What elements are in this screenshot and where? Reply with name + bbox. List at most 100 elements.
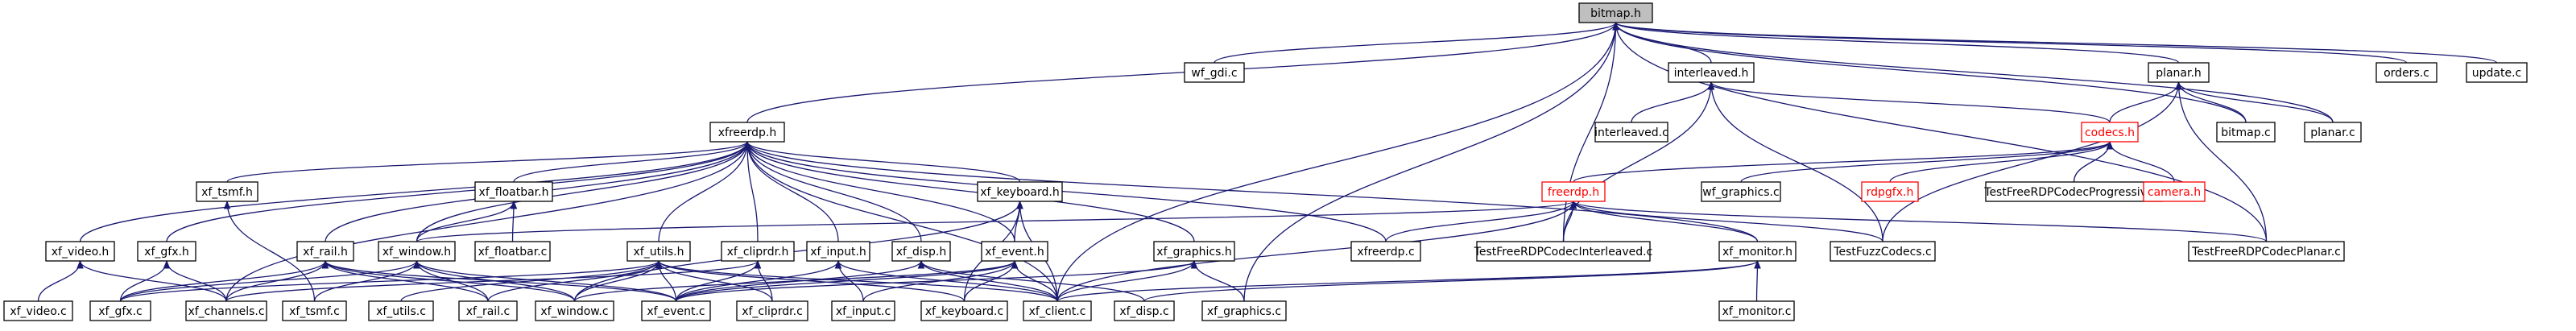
node-box xyxy=(2216,122,2276,143)
edge-xf_graphics_c-to-bitmap_h xyxy=(1243,21,1619,302)
node-xf_window_c[interactable]: xf_window.c xyxy=(535,300,614,321)
edge-xf_client_c-to-xf_event_h xyxy=(1011,259,1058,302)
edge-xf_gfx_h-to-xfreerdp_h xyxy=(166,140,751,242)
node-box xyxy=(1153,241,1235,262)
node-xf_floatbar_c[interactable]: xf_floatbar.c xyxy=(474,241,551,262)
node-box xyxy=(891,241,951,262)
node-xf_gfx_h[interactable]: xf_gfx.h xyxy=(137,241,196,262)
node-xf_video_h[interactable]: xf_video.h xyxy=(45,241,115,262)
edge-xf_floatbar_c-to-xf_floatbar_h xyxy=(510,200,518,242)
node-xfreerdp_h[interactable]: xfreerdp.h xyxy=(709,122,785,143)
node-label: TestFreeRDPCodecPlanar.c xyxy=(2191,246,2341,259)
node-tfr_interleaved_c[interactable]: TestFreeRDPCodecInterleaved.c xyxy=(1474,241,1653,262)
node-box xyxy=(1023,300,1092,321)
node-xf_disp_c[interactable]: xf_disp.c xyxy=(1114,300,1175,321)
node-label: xf_rail.c xyxy=(466,305,510,318)
node-xf_gfx_c[interactable]: xf_gfx.c xyxy=(89,300,151,321)
node-wf_gdi_c[interactable]: wf_gdi.c xyxy=(1184,62,1245,83)
node-xf_cliprdr_c[interactable]: xf_cliprdr.c xyxy=(736,300,808,321)
node-box xyxy=(1184,62,1245,83)
edge-xf_window_c-to-xf_event_h xyxy=(573,259,1018,302)
node-label: xf_disp.h xyxy=(896,246,947,259)
node-xf_input_h[interactable]: xf_input.h xyxy=(806,241,870,262)
node-label: xf_floatbar.h xyxy=(479,186,549,199)
node-xf_graphics_h[interactable]: xf_graphics.h xyxy=(1153,241,1235,262)
node-rdpgfx_h[interactable]: rdpgfx.h xyxy=(1861,181,1919,202)
edge-bitmap_c-to-planar_h xyxy=(2175,81,2247,123)
node-freerdp_h[interactable]: freerdp.h xyxy=(1541,181,1606,202)
edge-xf_channels_c-to-xf_cliprdr_h xyxy=(225,259,761,302)
node-tfr_planar_c[interactable]: TestFreeRDPCodecPlanar.c xyxy=(2188,241,2345,262)
node-box xyxy=(981,241,1048,262)
node-box xyxy=(626,241,691,262)
edge-xf_utils_h-to-xfreerdp_h xyxy=(658,140,751,242)
node-xf_monitor_h[interactable]: xf_monitor.h xyxy=(1718,241,1797,262)
node-xf_event_h[interactable]: xf_event.h xyxy=(981,241,1048,262)
node-xf_rail_c[interactable]: xf_rail.c xyxy=(458,300,518,321)
node-bitmap_h[interactable]: bitmap.h xyxy=(1578,2,1653,23)
node-box xyxy=(185,300,267,321)
node-bitmap_c[interactable]: bitmap.c xyxy=(2216,122,2276,143)
node-box xyxy=(2375,62,2437,83)
node-label: xf_channels.c xyxy=(188,305,264,318)
node-xf_client_c[interactable]: xf_client.c xyxy=(1023,300,1092,321)
node-camera_h[interactable]: camera.h xyxy=(2143,181,2206,202)
edge-xf_event_c-to-xf_input_h xyxy=(675,259,842,302)
node-tfr_progressive_c[interactable]: TestFreeRDPCodecProgressive.c xyxy=(1983,181,2164,202)
node-label: interleaved.h xyxy=(1674,67,1749,80)
node-label: TestFuzzCodecs.c xyxy=(1833,246,1931,259)
edge-test_fuzz_codecs_c-to-planar_h xyxy=(1882,81,2182,242)
edge-codecs_h-to-interleaved_h xyxy=(1708,81,2111,123)
node-label: xf_input.c xyxy=(836,305,891,318)
node-planar_h[interactable]: planar.h xyxy=(2148,62,2210,83)
edge-wf_graphics_c-to-codecs_h xyxy=(1740,140,2113,183)
edge-xf_cliprdr_h-to-xfreerdp_h xyxy=(743,140,759,242)
edge-planar_h-to-bitmap_h xyxy=(1612,21,2180,64)
node-box xyxy=(1830,241,1936,262)
node-label: bitmap.c xyxy=(2221,126,2271,139)
node-xfreerdp_c[interactable]: xfreerdp.c xyxy=(1350,241,1421,262)
node-xf_graphics_c[interactable]: xf_graphics.c xyxy=(1201,300,1287,321)
node-update_c[interactable]: update.c xyxy=(2466,62,2528,83)
node-codecs_h[interactable]: codecs.h xyxy=(2081,122,2139,143)
node-xf_disp_h[interactable]: xf_disp.h xyxy=(891,241,951,262)
node-label: freerdp.h xyxy=(1548,186,1599,199)
node-orders_c[interactable]: orders.c xyxy=(2375,62,2437,83)
node-xf_utils_h[interactable]: xf_utils.h xyxy=(626,241,691,262)
node-xf_input_c[interactable]: xf_input.c xyxy=(831,300,895,321)
node-box xyxy=(806,241,870,262)
node-box xyxy=(1594,122,1668,143)
edge-codecs_h-to-planar_h xyxy=(2109,81,2182,123)
node-xf_floatbar_h[interactable]: xf_floatbar.h xyxy=(474,181,553,202)
node-xf_channels_c[interactable]: xf_channels.c xyxy=(185,300,267,321)
node-wf_graphics_c[interactable]: wf_graphics.c xyxy=(1701,181,1781,202)
edge-xf_utils_c-to-xf_utils_h xyxy=(400,259,663,302)
node-xf_window_h[interactable]: xf_window.h xyxy=(378,241,456,262)
node-xf_keyboard_h[interactable]: xf_keyboard.h xyxy=(977,181,1063,202)
node-interleaved_c[interactable]: interleaved.c xyxy=(1594,122,1668,143)
node-box xyxy=(2143,181,2206,202)
node-xf_cliprdr_h[interactable]: xf_cliprdr.h xyxy=(721,241,795,262)
node-xf_monitor_c[interactable]: xf_monitor.c xyxy=(1718,300,1795,321)
node-test_fuzz_codecs_c[interactable]: TestFuzzCodecs.c xyxy=(1830,241,1936,262)
node-box xyxy=(2304,122,2362,143)
node-label: wf_gdi.c xyxy=(1191,67,1237,80)
edge-freerdp_h-to-codecs_h xyxy=(1573,140,2113,183)
node-xf_utils_c[interactable]: xf_utils.c xyxy=(368,300,434,321)
edge-bitmap_c-to-bitmap_h xyxy=(1612,21,2247,123)
node-xf_video_c[interactable]: xf_video.c xyxy=(3,300,73,321)
node-xf_event_c[interactable]: xf_event.c xyxy=(641,300,711,321)
edge-xf_gfx_c-to-xf_utils_h xyxy=(119,259,662,302)
node-label: xf_gfx.c xyxy=(98,305,142,318)
node-interleaved_h[interactable]: interleaved.h xyxy=(1668,62,1755,83)
node-box xyxy=(2188,241,2345,262)
node-xf_tsmf_c[interactable]: xf_tsmf.c xyxy=(282,300,347,321)
node-label: xf_window.c xyxy=(540,305,608,318)
node-label: xf_monitor.h xyxy=(1722,246,1792,259)
node-xf_rail_h[interactable]: xf_rail.h xyxy=(296,241,354,262)
edge-xf_floatbar_h-to-xfreerdp_h xyxy=(513,140,751,183)
node-xf_keyboard_c[interactable]: xf_keyboard.c xyxy=(920,300,1008,321)
node-planar_c[interactable]: planar.c xyxy=(2304,122,2362,143)
node-xf_tsmf_h[interactable]: xf_tsmf.h xyxy=(196,181,258,202)
node-label: xf_rail.h xyxy=(303,246,348,259)
